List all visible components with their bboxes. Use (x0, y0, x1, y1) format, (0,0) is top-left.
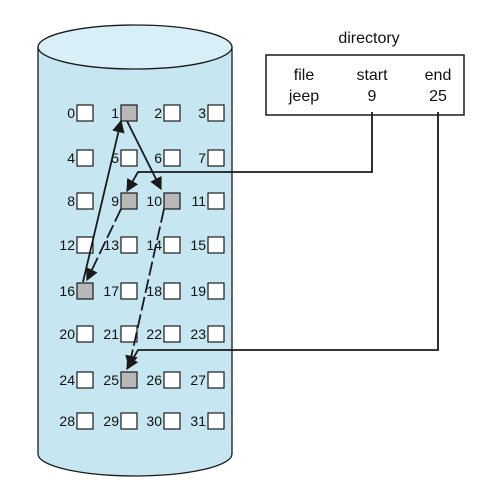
block-number: 20 (59, 326, 75, 342)
block-number: 11 (191, 193, 206, 209)
block-free (76, 325, 94, 343)
block-number: 8 (67, 193, 75, 209)
block-number: 27 (190, 372, 206, 388)
block-free (207, 236, 225, 254)
block-used (76, 282, 94, 300)
block-used (163, 192, 181, 210)
block-number: 30 (146, 413, 162, 429)
block-free (76, 104, 94, 122)
block-number: 17 (103, 283, 119, 299)
header-start: start (356, 67, 388, 84)
block-free (76, 412, 94, 430)
block-free (207, 149, 225, 167)
block-free (163, 236, 181, 254)
block-free (207, 371, 225, 389)
block-used (120, 192, 138, 210)
block-number: 1 (111, 105, 119, 121)
block-number: 31 (190, 413, 206, 429)
block-number: 5 (111, 150, 119, 166)
start-pointer-arrow (126, 112, 373, 193)
block-free (76, 192, 94, 210)
block-free (207, 325, 225, 343)
row-start: 9 (368, 88, 377, 105)
block-number: 9 (111, 193, 119, 209)
block-number: 22 (146, 326, 162, 342)
block-free (207, 282, 225, 300)
block-free (120, 282, 138, 300)
block-number: 3 (198, 105, 206, 121)
block-number: 7 (198, 150, 206, 166)
block-free (120, 236, 138, 254)
block-free (76, 236, 94, 254)
pointers (82, 112, 439, 371)
block-used (120, 371, 138, 389)
block-number: 4 (67, 150, 75, 166)
directory-table: directory file start end jeep 9 25 (265, 30, 465, 116)
block-number: 12 (59, 237, 75, 253)
header-end: end (425, 67, 452, 84)
link-16-to-1 (82, 119, 125, 283)
block-number: 2 (154, 105, 162, 121)
block-free (163, 282, 181, 300)
block-number: 28 (59, 413, 75, 429)
block-number: 15 (190, 237, 206, 253)
block-free (120, 412, 138, 430)
directory-box (265, 54, 465, 116)
cylinder-top (37, 24, 233, 70)
block-free (163, 371, 181, 389)
block-number: 29 (103, 413, 119, 429)
block-free (163, 412, 181, 430)
row-file: jeep (288, 88, 319, 105)
block-number: 19 (190, 283, 206, 299)
block-number: 18 (146, 283, 162, 299)
directory-title: directory (338, 30, 399, 47)
link-1-to-10 (126, 120, 162, 191)
block-number: 21 (103, 326, 119, 342)
block-number: 10 (146, 193, 162, 209)
block-free (76, 371, 94, 389)
link-10-to-25 (125, 208, 165, 369)
block-free (207, 412, 225, 430)
block-free (207, 104, 225, 122)
block-used (120, 104, 138, 122)
row-end: 25 (429, 88, 447, 105)
block-number: 25 (103, 372, 119, 388)
block-number: 6 (154, 150, 162, 166)
link-9-to-16 (86, 208, 122, 282)
block-number: 23 (190, 326, 206, 342)
block-number: 16 (59, 283, 75, 299)
block-free (163, 149, 181, 167)
block-free (163, 104, 181, 122)
header-file: file (294, 67, 315, 84)
block-free (76, 149, 94, 167)
block-number: 24 (59, 372, 75, 388)
block-number: 0 (67, 105, 75, 121)
block-number: 14 (146, 237, 162, 253)
block-number: 26 (146, 372, 162, 388)
block-free (120, 149, 138, 167)
block-free (163, 325, 181, 343)
block-free (207, 192, 225, 210)
block-number: 13 (103, 237, 119, 253)
